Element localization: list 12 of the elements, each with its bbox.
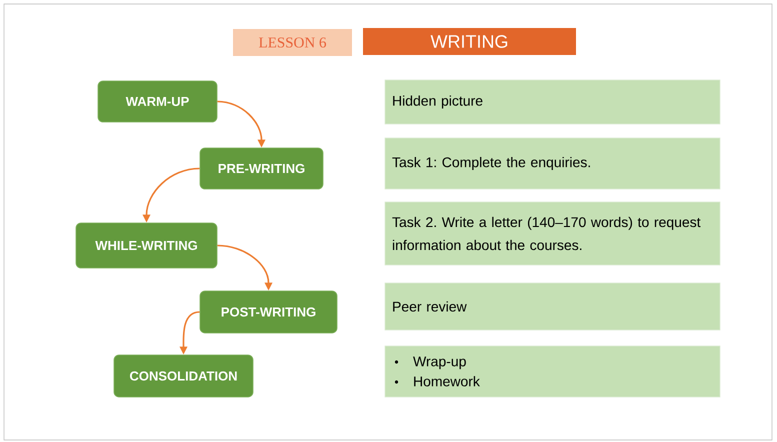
- stage-box: WHILE-WRITING: [76, 222, 218, 268]
- activity-box: Peer review: [384, 282, 720, 330]
- stage-box: POST-WRITING: [200, 290, 338, 334]
- activity-box: Wrap-up Homework: [384, 346, 720, 398]
- lesson-tag: LESSON 6: [233, 29, 352, 56]
- activity-box: Task 2. Write a letter (140–170 words) to request information about the courses.: [384, 202, 720, 266]
- stage-box: CONSOLIDATION: [114, 354, 254, 398]
- activity-box: Hidden picture: [384, 80, 720, 124]
- stage-box: PRE-WRITING: [200, 148, 324, 190]
- title-banner: WRITING: [363, 28, 576, 55]
- stage-box: WARM-UP: [98, 80, 218, 122]
- activity-box: Task 1: Complete the enquiries.: [384, 138, 720, 190]
